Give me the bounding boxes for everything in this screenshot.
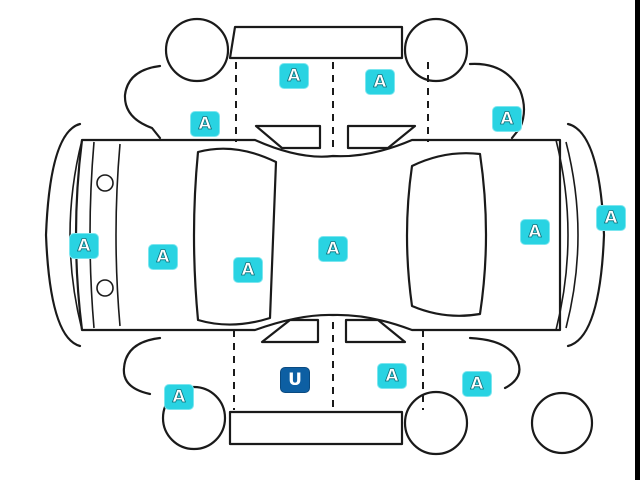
side-profile-bottom [228,410,404,446]
damage-marker-a[interactable]: A [318,236,348,262]
damage-marker-a[interactable]: A [69,233,99,259]
side-profile-bottom-body [122,336,521,396]
damage-marker-a[interactable]: A [148,244,178,270]
damage-marker-a[interactable]: A [520,219,550,245]
damage-marker-a[interactable]: A [377,363,407,389]
wheel-front-left [164,17,230,83]
damage-marker-a[interactable]: A [164,384,194,410]
damage-marker-a[interactable]: A [365,69,395,95]
window-top-rear [346,124,417,150]
car-body-top-view [74,138,562,332]
right-edge-bar [635,0,640,480]
window-bottom-rear [344,318,407,344]
headlight-left [96,174,114,192]
damage-marker-a[interactable]: A [492,106,522,132]
wheel-rear-left [403,17,469,83]
window-top-front [254,124,322,150]
wheel-front-right [161,385,227,451]
damage-marker-a[interactable]: A [279,63,309,89]
rear-bumper [566,122,606,348]
front-bumper [44,122,82,348]
damage-marker-a[interactable]: A [462,371,492,397]
side-profile-top-body [123,62,526,140]
window-bottom-front [260,318,320,344]
damage-marker-a[interactable]: A [596,205,626,231]
damage-marker-u[interactable]: U [280,367,310,393]
spare-wheel [530,391,594,455]
hood-line [115,143,121,327]
wheel-rear-right [403,390,469,456]
windshield [192,147,278,326]
damage-marker-a[interactable]: A [190,111,220,137]
rear-window [405,152,488,317]
side-profile-top [228,25,404,60]
headlight-right [96,279,114,297]
damage-marker-a[interactable]: A [233,257,263,283]
